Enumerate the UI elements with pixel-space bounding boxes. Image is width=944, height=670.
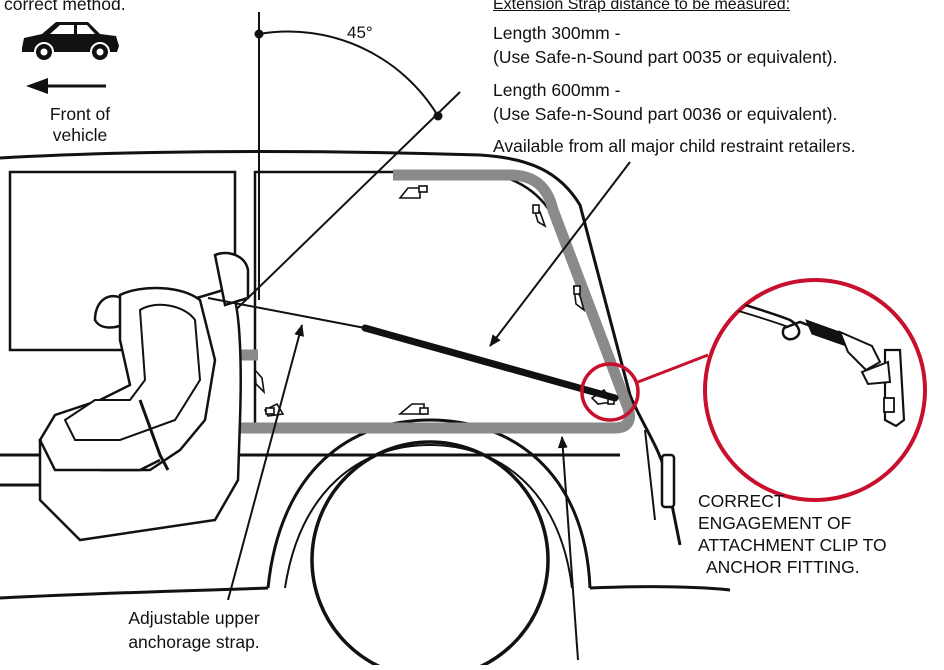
strap-option-300-part: (Use Safe-n-Sound part 0035 or equivalen… [493, 47, 838, 67]
upper-strap-label: Adjustable upper anchorage strap. [90, 606, 298, 654]
direction-label-line-2: vehicle [52, 125, 108, 145]
highlight-connector [637, 353, 709, 384]
cargo-zone-outline [229, 169, 635, 434]
leader-lines [227, 161, 631, 661]
car-icon [22, 22, 119, 62]
engagement-note-line-3: ATTACHMENT CLIP TO [698, 535, 887, 555]
engagement-note-line-1: CORRECT [698, 491, 785, 511]
highlight-circle-small [580, 362, 640, 422]
strap-option-300-length: Length 300mm - [493, 23, 621, 43]
engagement-note: CORRECT ENGAGEMENT OF ATTACHMENT CLIP TO… [698, 490, 887, 578]
direction-label-line-1: Front of [49, 104, 111, 124]
angle-end-dot [433, 111, 443, 121]
direction-arrow [26, 78, 106, 94]
engagement-note-line-4: ANCHOR FITTING. [706, 557, 860, 577]
availability-note: Available from all major child restraint… [493, 136, 856, 156]
angle-label: 45° [347, 23, 373, 42]
direction-label: Front of vehicle [20, 104, 140, 146]
strap-option-600-length: Length 600mm - [493, 80, 621, 100]
zoom-detail-circle [703, 278, 927, 502]
rear-wheel [266, 418, 592, 670]
strap-option-600-part: (Use Safe-n-Sound part 0036 or equivalen… [493, 104, 838, 124]
upper-strap-label-line-2: anchorage strap. [128, 632, 260, 652]
top-left-caption: correct method. [4, 0, 126, 14]
tail-light [660, 453, 676, 509]
angle-vertex-dot [254, 29, 264, 39]
strap-heading: Extension Strap distance to be measured: [493, 0, 791, 13]
tether-strap [207, 297, 619, 402]
child-restraint-seat [38, 251, 250, 542]
engagement-note-line-2: ENGAGEMENT OF [698, 513, 852, 533]
upper-strap-label-line-1: Adjustable upper [128, 608, 260, 628]
